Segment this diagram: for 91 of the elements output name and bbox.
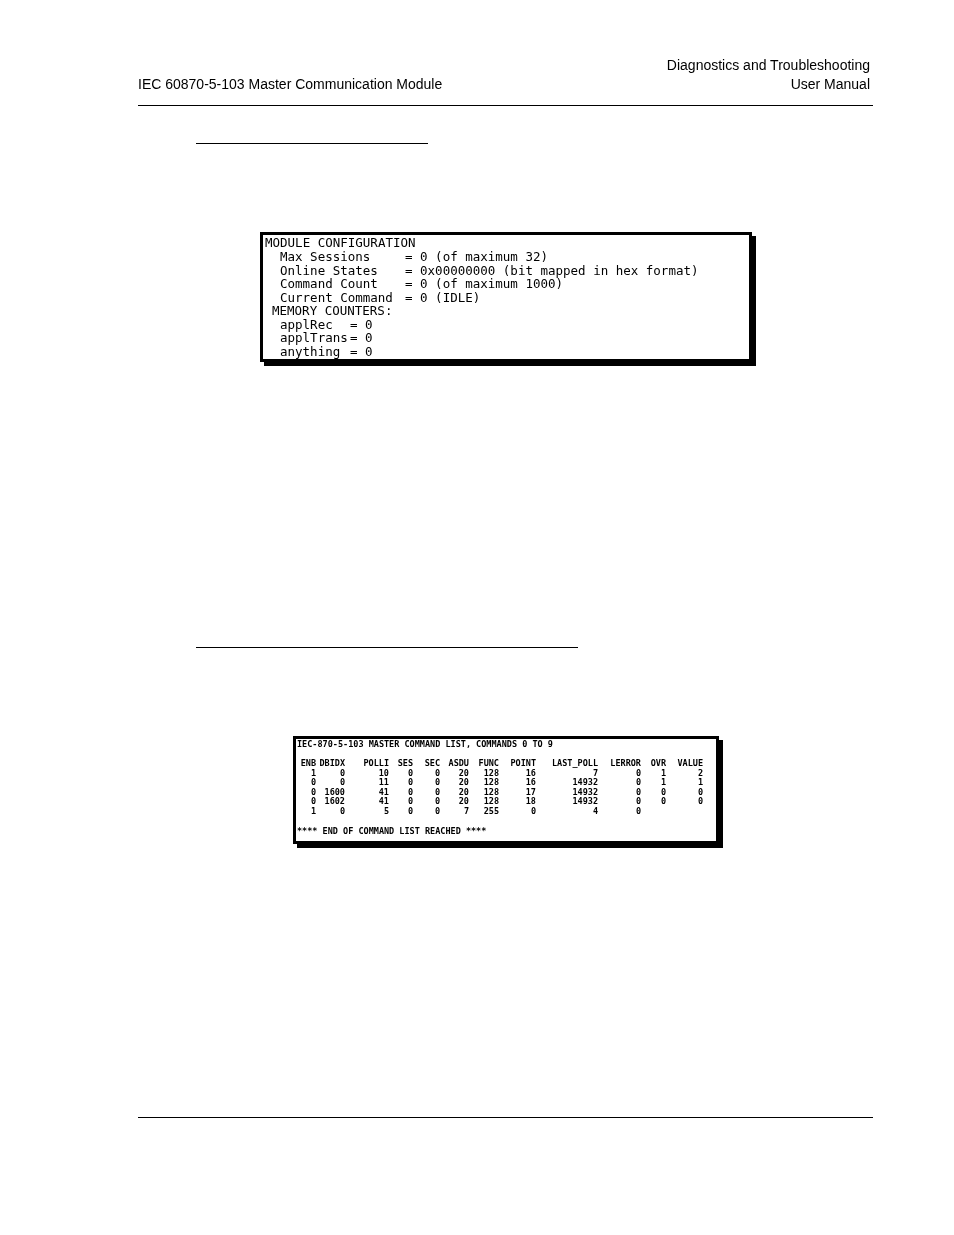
table-cell: 0 (339, 807, 345, 817)
column-header: SEC (424, 759, 440, 769)
table-cell: 0 (697, 797, 703, 807)
table-cell: 0 (434, 797, 440, 807)
header-text: Diagnostics and Troubleshooting (666, 57, 870, 73)
console-key: Command Count (280, 277, 378, 291)
table-cell: 1 (660, 778, 666, 788)
console-heading: MODULE CONFIGURATION (265, 236, 416, 250)
table-cell-text: 14932 (572, 787, 598, 797)
table-cell: 0 (635, 807, 641, 817)
table-cell-text: 0 (407, 787, 413, 797)
console-heading: IEC-870-5-103 MASTER COMMAND LIST, COMMANDS 0 TO 9 (297, 740, 553, 750)
table-cell-text: 7 (592, 768, 598, 778)
column-header: LAST_POLL (551, 759, 598, 769)
table-cell-text: 41 (378, 787, 389, 797)
console-key: Current Command (280, 290, 393, 304)
table-cell-text: 20 (458, 787, 469, 797)
column-header: OVR (650, 759, 666, 769)
table-cell: 0 (660, 797, 666, 807)
console-footer: **** END OF COMMAND LIST REACHED **** (297, 827, 487, 837)
table-cell: 4 (592, 807, 598, 817)
column-header: FUNC (478, 759, 499, 769)
table-cell-text: 128 (483, 768, 499, 778)
table-cell: 0 (635, 778, 641, 788)
table-cell: 7 (463, 807, 469, 817)
table-cell: 0 (530, 807, 536, 817)
table-cell: 0 (310, 797, 316, 807)
table-cell: 20 (458, 778, 469, 788)
column-header: DBIDX (319, 759, 345, 769)
table-cell-text: 20 (458, 768, 469, 778)
console-key: Max Sessions (280, 250, 371, 264)
table-cell: 128 (483, 797, 499, 807)
column-header: LERROR (610, 759, 641, 769)
column-header: POLLI (363, 759, 389, 769)
console-value: = 0 (350, 317, 373, 331)
table-cell-text: 17 (525, 787, 536, 797)
table-cell-text: 0 (339, 768, 345, 778)
console-value: = 0 (IDLE) (405, 290, 481, 304)
table-cell-text: 1600 (324, 787, 345, 797)
console-value: = 0 (350, 331, 373, 345)
table-cell: 18 (525, 797, 536, 807)
table-cell-text: 1 (660, 768, 666, 778)
column-header: SES (397, 759, 413, 769)
table-cell-text: 16 (525, 768, 536, 778)
table-cell-text: 0 (407, 768, 413, 778)
table-cell: 41 (378, 797, 389, 807)
table-cell: 14932 (572, 778, 598, 788)
table-cell-text: 0 (635, 787, 641, 797)
table-cell-text: 10 (378, 768, 389, 778)
console-value: = 0x00000000 (bit mapped in hex format) (405, 263, 699, 277)
table-cell: 0 (407, 797, 413, 807)
table-cell-text: 0 (310, 787, 316, 797)
table-cell: 128 (483, 778, 499, 788)
column-header: ASDU (448, 759, 469, 769)
table-cell: 11 (378, 778, 389, 788)
header-text: User Manual (790, 76, 870, 92)
table-cell-text: 0 (434, 768, 440, 778)
table-cell: 0 (407, 807, 413, 817)
table-cell: 255 (483, 807, 499, 817)
table-cell: 20 (458, 797, 469, 807)
table-cell: 0 (339, 778, 345, 788)
console-key: applTrans (280, 331, 348, 345)
table-cell: 0 (434, 807, 440, 817)
table-cell: 1602 (324, 797, 345, 807)
table-cell-text: 0 (635, 768, 641, 778)
console-key: applRec (280, 317, 333, 331)
table-cell: 16 (525, 778, 536, 788)
console-value: = 0 (350, 344, 373, 358)
console-key: Online States (280, 263, 378, 277)
column-header: POINT (510, 759, 536, 769)
header-text: IEC 60870-5-103 Master Communication Module (138, 76, 443, 92)
table-cell: 1 (697, 778, 703, 788)
table-cell: 1 (310, 807, 316, 817)
table-cell: 0 (635, 797, 641, 807)
column-header: VALUE (677, 759, 703, 769)
table-cell: 0 (407, 778, 413, 788)
table-cell: 0 (310, 778, 316, 788)
table-cell-text: 0 (660, 787, 666, 797)
console-heading: MEMORY COUNTERS: (272, 304, 393, 318)
table-cell-text: 0 (434, 787, 440, 797)
table-cell-text: 128 (483, 787, 499, 797)
table-cell: 5 (383, 807, 389, 817)
console-value: = 0 (of maximum 32) (405, 250, 548, 264)
table-cell: 14932 (572, 797, 598, 807)
console-key: anything (280, 344, 341, 358)
column-header: ENB (300, 759, 316, 769)
table-cell-text: 1 (310, 768, 316, 778)
table-cell: 0 (434, 778, 440, 788)
table-cell-text: 0 (697, 787, 703, 797)
console-value: = 0 (of maximum 1000) (405, 277, 564, 291)
table-cell-text: 2 (697, 768, 703, 778)
